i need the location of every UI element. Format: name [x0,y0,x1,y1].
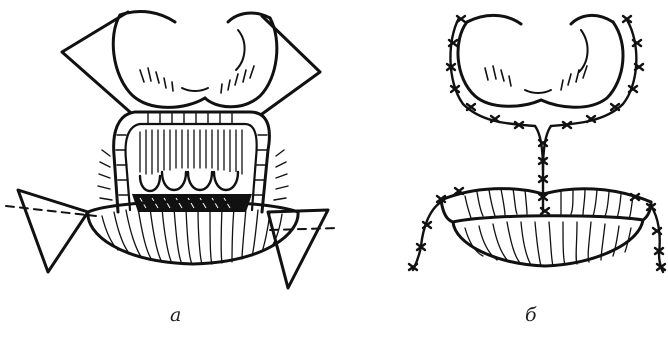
panel-a-illustration [0,0,340,341]
panel-label-b: б [525,306,537,325]
panel-b-illustration [395,0,668,341]
lip-suture-diagram-b [395,0,668,341]
panel-label-a: а [170,306,181,325]
lip-flap-diagram-a [0,0,340,341]
